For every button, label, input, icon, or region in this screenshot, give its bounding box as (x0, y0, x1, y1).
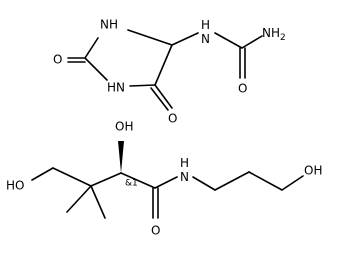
atom-label: H (180, 156, 189, 170)
atom-label: OH (115, 120, 133, 134)
bond (84, 57, 108, 81)
bond (214, 171, 250, 191)
bond (192, 176, 216, 191)
bond (281, 175, 304, 191)
atom-label: O (238, 82, 247, 96)
atom-label-h: H (201, 18, 210, 32)
atom-label: O (151, 224, 160, 238)
atom-label: O (168, 112, 177, 126)
atom-label: HN (107, 81, 125, 95)
bond (90, 172, 122, 187)
atom-label: NH2 (262, 26, 286, 43)
atom-label: H (201, 18, 210, 32)
atom-label: N (201, 32, 210, 46)
bond (120, 172, 156, 189)
bond (154, 84, 173, 109)
atom-subscript: 2 (280, 33, 286, 43)
bond (171, 32, 199, 46)
bond (154, 44, 173, 86)
atom-label-n: N (201, 32, 210, 46)
atom-label-nh: NH (262, 26, 280, 40)
atom-label-h: H (180, 156, 189, 170)
bond (129, 84, 156, 87)
stereo-label: &1 (125, 179, 138, 189)
atom-label: N (180, 170, 189, 184)
bond (90, 185, 106, 219)
bond (84, 37, 99, 59)
bond (66, 185, 92, 213)
structure-allantoin: O NH HN O H N NH2 O (53, 18, 286, 126)
atom-label-n: N (180, 170, 189, 184)
atom-label: HO (6, 179, 24, 193)
atom-label: OH (304, 164, 322, 178)
bond (154, 176, 178, 189)
bond (52, 167, 92, 187)
bond (31, 167, 54, 181)
bond (248, 171, 283, 191)
wedge-bond (118, 141, 124, 173)
structure-dexpanthenol: OH HO &1 H N O OH (6, 120, 322, 238)
atom-label: NH (100, 18, 118, 32)
atom-label: O (53, 53, 62, 67)
bond (241, 35, 263, 49)
bond (150, 87, 169, 111)
bond (214, 32, 243, 49)
bond (127, 29, 173, 46)
